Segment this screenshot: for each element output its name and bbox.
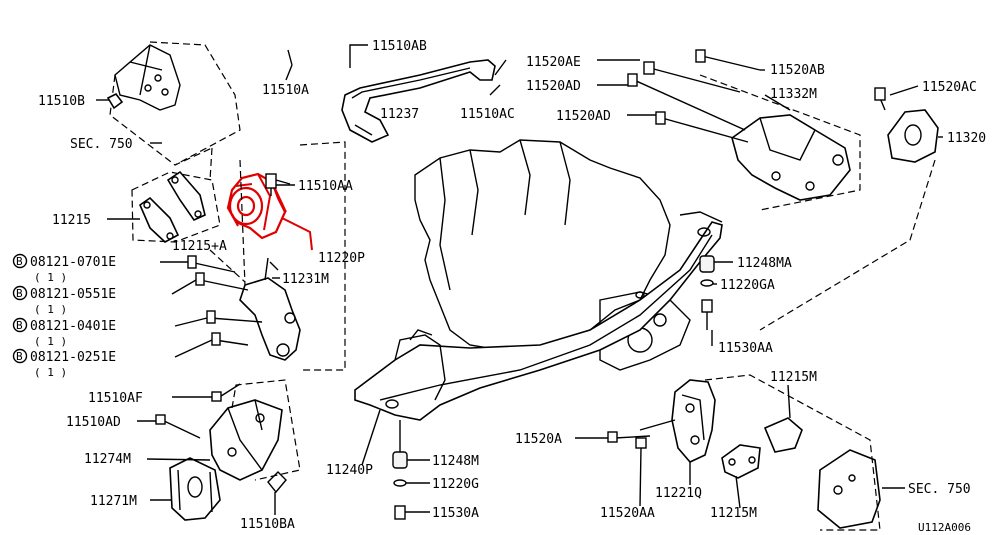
label-11215m-bottom: 11215M	[710, 506, 757, 521]
label-sec750-left: SEC. 750	[70, 137, 133, 152]
crossmember	[354, 211, 723, 421]
transmission-sec750	[704, 374, 881, 531]
bolts-11520	[627, 49, 761, 143]
bolts-08121	[187, 255, 263, 346]
label-11520ad-1: 11520AD	[526, 79, 581, 94]
label-11271m: 11271M	[90, 494, 137, 509]
leader-lines	[96, 44, 943, 515]
qty-1-a: ( 1 )	[34, 271, 67, 284]
label-11320: 11320	[947, 131, 986, 146]
label-11520ac: 11520AC	[922, 80, 977, 95]
engine-block	[414, 139, 691, 371]
label-08121-0251e: 08121-0251E	[30, 350, 116, 365]
stay-11215m	[721, 417, 803, 479]
label-11530aa: 11530AA	[718, 341, 773, 356]
label-11510af: 11510AF	[88, 391, 143, 406]
bolt-11510ad	[155, 414, 201, 439]
label-11332m: 11332M	[770, 87, 817, 102]
bolt-11510ba	[267, 471, 287, 494]
label-11215m-top: 11215M	[770, 370, 817, 385]
label-11520ab: 11520AB	[770, 63, 825, 78]
bolt-marker-2: B	[16, 287, 23, 300]
mount-11271m	[169, 457, 221, 521]
label-11231m: 11231M	[282, 272, 329, 287]
label-11248ma: 11248MA	[737, 256, 792, 271]
bolt-marker-3: B	[16, 319, 23, 332]
bolt-11510af	[211, 383, 241, 402]
stack-11248m	[392, 420, 408, 520]
label-11215a: 11215+A	[172, 239, 227, 254]
label-11510ac: 11510AC	[460, 107, 515, 122]
stack-11248ma	[699, 255, 715, 330]
left-upper-bracket	[109, 41, 241, 181]
label-08121-0401e: 08121-0401E	[30, 319, 116, 334]
label-11274m: 11274M	[84, 452, 131, 467]
label-11237: 11237	[380, 107, 419, 122]
bracket-11332m	[699, 74, 861, 211]
qty-1-b: ( 1 )	[34, 303, 67, 316]
bracket-11231m	[209, 141, 346, 371]
mount-11221q	[607, 379, 716, 463]
label-08121-0551e: 08121-0551E	[30, 287, 116, 302]
label-11510aa: 11510AA	[298, 179, 353, 194]
diagram-id: U112A006	[918, 521, 971, 534]
label-08121-0701e: 08121-0701E	[30, 255, 116, 270]
label-11510ad: 11510AD	[66, 415, 121, 430]
label-11220p: 11220P	[318, 251, 365, 266]
bolt-marker-4: B	[16, 350, 23, 363]
label-11520ae: 11520AE	[526, 55, 581, 70]
bolt-marker-1: B	[16, 255, 23, 268]
mount-11320	[759, 87, 939, 331]
label-11510ab: 11510AB	[372, 39, 427, 54]
label-11530a: 11530A	[432, 506, 479, 521]
callout-labels: 11510B SEC. 750 11215 11215+A 11510A 115…	[12, 39, 986, 534]
bolt-11510aa	[265, 173, 291, 196]
label-11520aa: 11520AA	[600, 506, 655, 521]
label-11215: 11215	[52, 213, 91, 228]
label-11221q: 11221Q	[655, 486, 702, 501]
mount-bracket-11274m	[209, 379, 301, 481]
label-11520ad-2: 11520AD	[556, 109, 611, 124]
label-11510ba: 11510BA	[240, 517, 295, 532]
label-11520a: 11520A	[515, 432, 562, 447]
label-11248m: 11248M	[432, 454, 479, 469]
label-11510a: 11510A	[262, 83, 309, 98]
stay-11215	[131, 170, 221, 243]
label-11220g: 11220G	[432, 477, 479, 492]
qty-1-d: ( 1 )	[34, 366, 67, 379]
label-sec750-right: SEC. 750	[908, 482, 971, 497]
upper-bracket-11237	[341, 59, 496, 143]
label-11220ga: 11220GA	[720, 278, 775, 293]
label-11510b: 11510B	[38, 94, 85, 109]
qty-1-c: ( 1 )	[34, 335, 67, 348]
label-11240p: 11240P	[326, 463, 373, 478]
